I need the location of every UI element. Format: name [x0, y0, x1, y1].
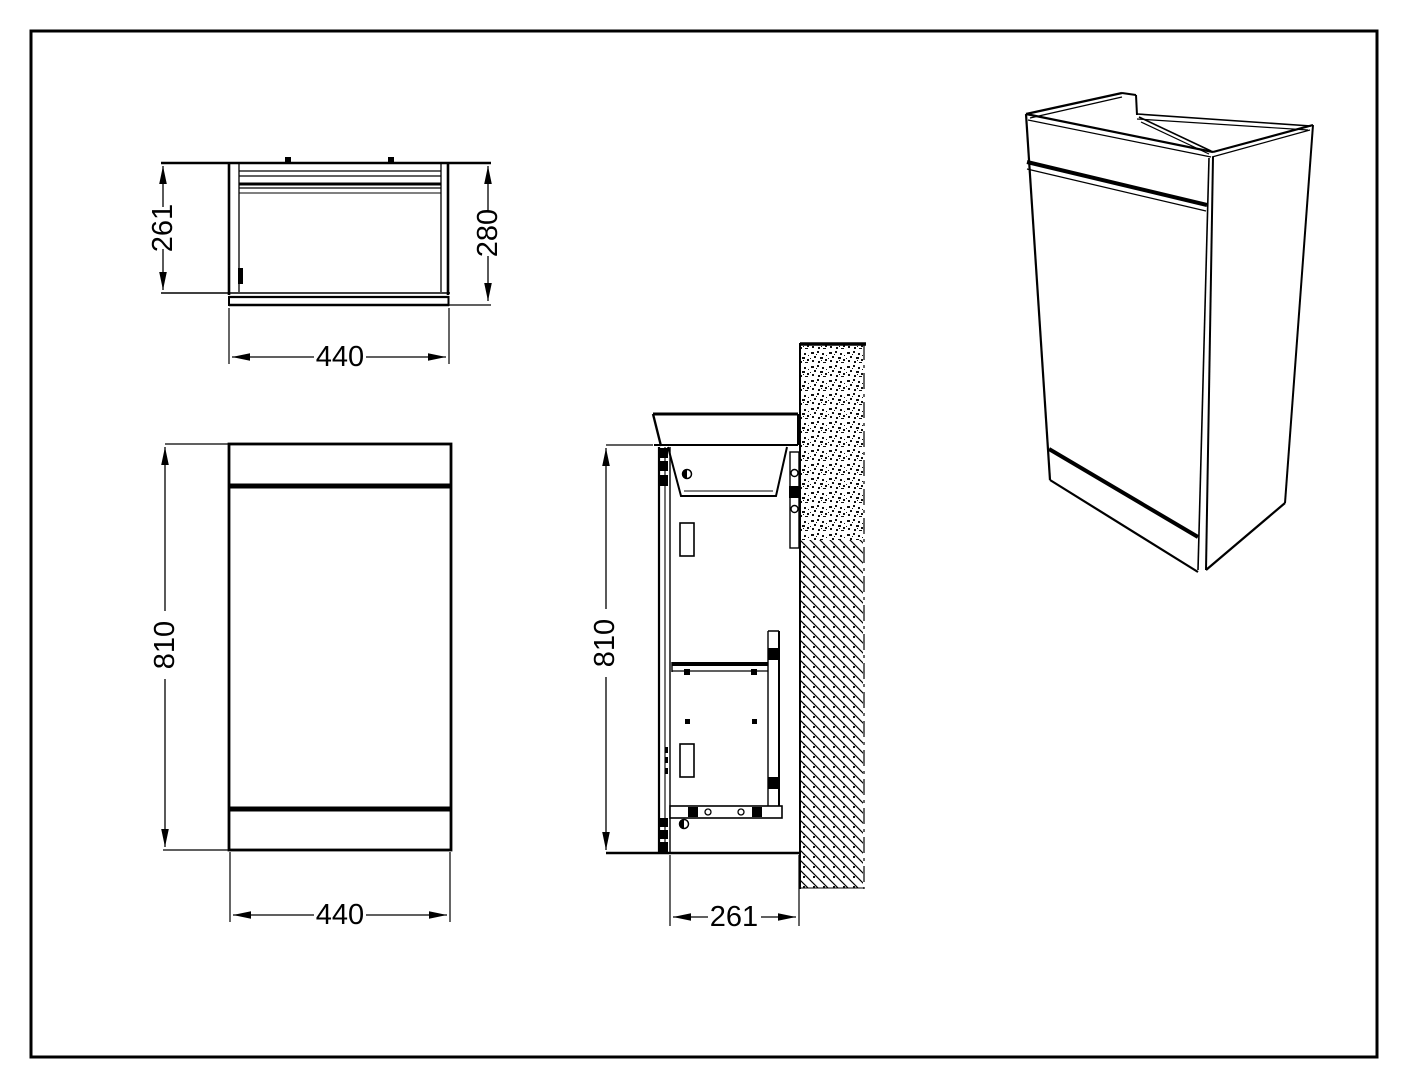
back-rail-section — [767, 630, 780, 808]
wall-brick-hatch — [801, 540, 863, 888]
shelf-pin-hole — [685, 719, 690, 724]
dim-side-depth: 261 — [669, 855, 800, 933]
side-view: 810 261 — [589, 342, 866, 933]
plan-fixing-tick — [388, 157, 394, 163]
back-rail-fixing — [768, 648, 779, 660]
bottom-panel-screw — [704, 808, 712, 816]
hinge-block — [659, 475, 668, 486]
dim-label: 810 — [149, 621, 181, 669]
dim-plan-depth-inner: 261 — [147, 166, 179, 290]
bottom-panel — [669, 805, 783, 819]
wall-plaster-hatch — [801, 345, 863, 540]
cam-fixing-half — [679, 819, 684, 829]
iso-door-top-line — [1026, 168, 1207, 212]
hinge-screw-mark — [665, 747, 668, 753]
iso-front-bottom-edge — [1049, 479, 1199, 573]
iso-front-rim-inner — [1027, 119, 1212, 158]
dim-label: 440 — [316, 899, 364, 931]
iso-left-front-edge — [1024, 113, 1052, 481]
basin-section — [651, 412, 799, 497]
bottom-panel-section — [669, 805, 783, 819]
shelf-support — [684, 669, 690, 675]
iso-front-rim-outer — [1025, 112, 1214, 154]
dim-front-height: 810 — [149, 447, 181, 847]
bracket-screw — [790, 468, 799, 478]
bracket-fixing — [789, 486, 800, 498]
dim-plan-width: 440 — [228, 308, 450, 373]
dim-label: 280 — [472, 209, 504, 257]
wall-section — [799, 342, 866, 889]
hinge-screw-mark — [665, 768, 668, 774]
iso-left-top-outer — [1025, 91, 1123, 116]
wall-bracket — [789, 451, 800, 549]
basin-front-edge — [651, 413, 663, 447]
bracket-plate — [789, 451, 800, 549]
shelf-pin-hole — [752, 719, 757, 724]
bottom-panel-block — [688, 807, 698, 817]
side-panel-slot — [679, 522, 695, 557]
front-outline — [227, 442, 453, 852]
hinge-block — [659, 448, 668, 458]
hinge-block — [659, 461, 668, 471]
iso-right-bottom-edge — [1205, 502, 1286, 571]
iso-right-front-corner — [1205, 156, 1214, 571]
iso-door-right-edge — [1197, 157, 1210, 571]
cam-fixing-half — [682, 469, 687, 479]
hinge-block — [659, 830, 668, 839]
bottom-panel-block — [752, 807, 762, 817]
hinge-screw-mark — [665, 757, 668, 763]
isometric-view — [1024, 91, 1314, 573]
side-panel-slot — [679, 743, 695, 778]
dim-plan-depth-overall: 280 — [472, 166, 504, 301]
plan-fixing-tick — [285, 157, 291, 163]
dim-side-height: 810 — [589, 448, 621, 850]
iso-right-back-edge — [1284, 124, 1314, 504]
iso-back-rail-bottom — [1136, 118, 1309, 131]
shelf-support — [751, 669, 757, 675]
iso-inner-edge — [1140, 121, 1210, 155]
iso-inner-edge — [1138, 116, 1212, 152]
dim-label: 810 — [589, 619, 621, 667]
hinge-block — [659, 842, 668, 852]
dim-label: 261 — [147, 204, 179, 252]
shelf-section — [671, 662, 768, 724]
bottom-panel-screw — [737, 808, 745, 816]
iso-door-bottom-gap — [1047, 447, 1200, 539]
back-rail-fixing — [768, 777, 779, 789]
iso-back-stile-edge — [1135, 94, 1138, 116]
iso-back-rail-top — [1136, 113, 1312, 127]
hinge-block — [659, 818, 668, 827]
iso-left-top-inner — [1029, 96, 1123, 119]
dim-label: 261 — [710, 901, 758, 933]
iso-toprail-gap — [1026, 160, 1208, 207]
front-view: 810 440 — [149, 442, 453, 931]
dim-label: 440 — [316, 341, 364, 373]
dim-front-width: 440 — [229, 852, 451, 931]
plan-hinge-mark — [238, 268, 243, 284]
door-section — [657, 447, 695, 853]
iso-back-stile-top — [1121, 92, 1137, 96]
bracket-screw — [790, 504, 799, 514]
top-view: 261 280 440 — [147, 157, 504, 373]
iso-right-top-inner — [1211, 129, 1311, 158]
iso-right-top-outer — [1212, 123, 1314, 154]
basin-bowl — [667, 446, 788, 497]
